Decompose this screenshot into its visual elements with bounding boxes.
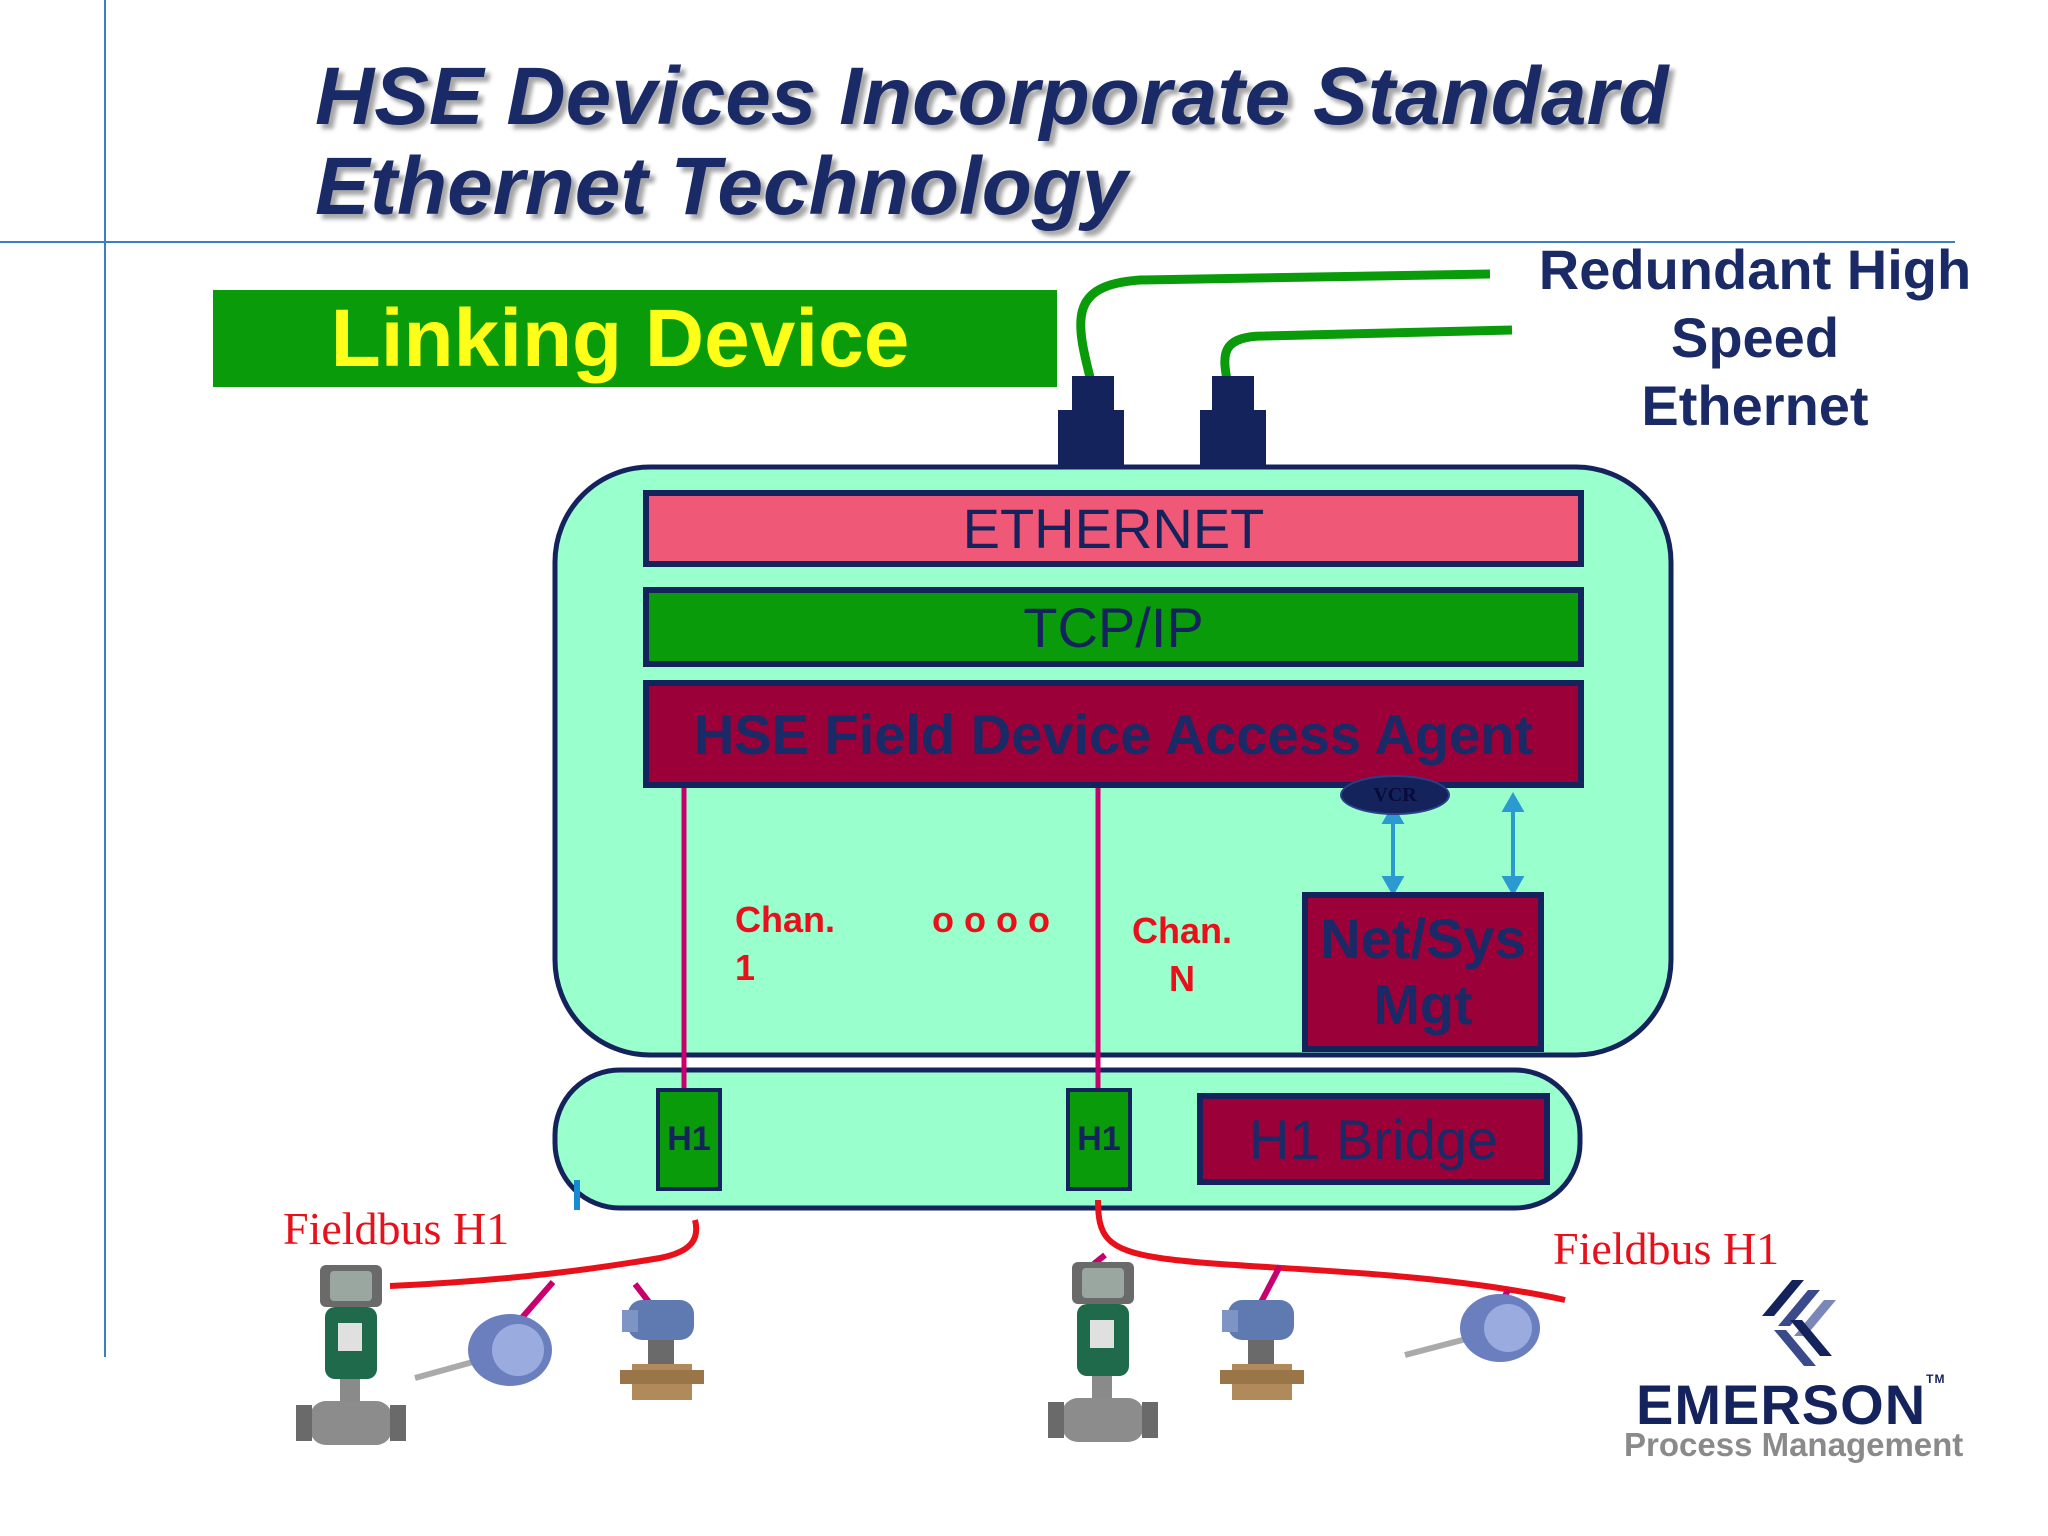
ethernet-cable-2 — [1220, 325, 1513, 386]
fieldbus-left-line — [389, 1219, 700, 1289]
channel-n-label-line-1: Chan. — [1132, 910, 1233, 951]
ethernet-cable-1 — [1076, 269, 1491, 387]
h1-port-n: H1 — [1066, 1088, 1132, 1191]
emerson-brand: EMERSON — [1636, 1373, 1927, 1436]
valve-icon-2 — [1048, 1262, 1158, 1442]
redundant-ethernet-label: Redundant High Speed Ethernet — [1512, 236, 1998, 440]
fieldbus-right-label: Fieldbus H1 — [1553, 1223, 1780, 1274]
netsys-line-1: Net/Sys — [1320, 907, 1526, 970]
channel-1-label: Chan. 1 — [735, 896, 835, 992]
vcr-badge: VCR — [1340, 775, 1450, 815]
horizontal-guide-line — [0, 241, 1955, 243]
fieldbus-left-label: Fieldbus H1 — [283, 1203, 510, 1254]
ethernet-layer: ETHERNET — [643, 490, 1584, 567]
valve-icon — [296, 1265, 406, 1445]
redundant-line-1: Redundant High — [1538, 238, 1972, 301]
process-management-text: Process Management — [1624, 1426, 1964, 1463]
h1-bridge-block: H1 Bridge — [1197, 1093, 1550, 1185]
netsys-line-2: Mgt — [1373, 973, 1473, 1036]
channel-n-label: Chan. N — [1132, 907, 1232, 1003]
emerson-logo-text: EMERSONTM — [1636, 1372, 1945, 1437]
channel-ellipsis: o o o o — [932, 899, 1050, 940]
vertical-guide-line — [104, 0, 106, 1357]
bridge-marker — [574, 1180, 580, 1210]
access-agent-layer: HSE Field Device Access Agent — [643, 680, 1584, 788]
linking-device-banner: Linking Device — [213, 290, 1057, 387]
fieldbus-right-line — [1095, 1199, 1566, 1303]
title-line-2: Ethernet Technology — [315, 141, 1128, 232]
temperature-transmitter-icon — [414, 1314, 552, 1386]
emerson-trademark: TM — [1926, 1372, 1946, 1386]
management-arrow — [1501, 791, 1525, 897]
ethernet-connector-1 — [1058, 376, 1124, 468]
channel-1-label-line-2: 1 — [735, 947, 756, 988]
redundant-line-3: Ethernet — [1641, 374, 1869, 437]
net-sys-mgt-block: Net/Sys Mgt — [1302, 892, 1544, 1052]
temperature-transmitter-icon-2 — [1404, 1294, 1540, 1362]
h1-port-1: H1 — [656, 1088, 722, 1191]
pressure-transmitter-icon — [620, 1300, 704, 1400]
emerson-logo-icon — [1762, 1280, 1836, 1366]
pressure-transmitter-icon-2 — [1220, 1300, 1304, 1400]
slide-title: HSE Devices Incorporate Standard Etherne… — [315, 52, 1668, 232]
channel-n-label-line-2: N — [1169, 958, 1195, 999]
tcpip-layer: TCP/IP — [643, 587, 1584, 667]
ethernet-connector-2 — [1200, 376, 1266, 468]
redundant-line-2: Speed — [1670, 306, 1840, 369]
channel-1-label-line-1: Chan. — [735, 899, 836, 940]
title-line-1: HSE Devices Incorporate Standard — [315, 51, 1669, 142]
vcr-arrow — [1381, 803, 1405, 897]
